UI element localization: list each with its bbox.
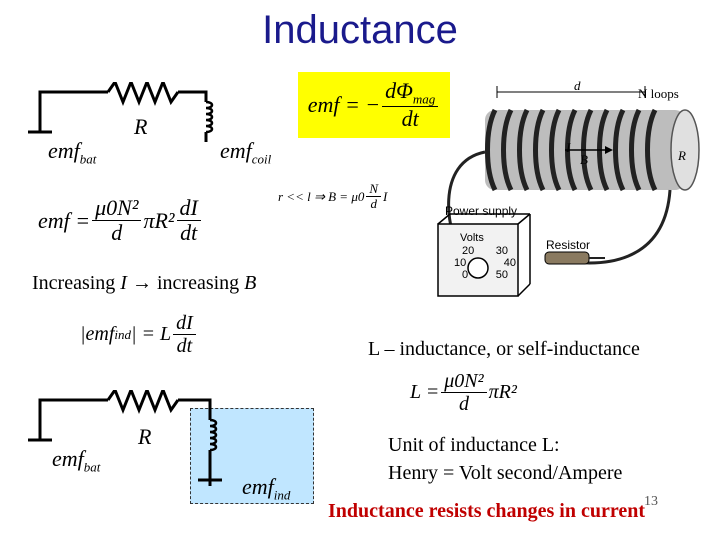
unit-of-inductance: Unit of inductance L:: [388, 434, 560, 456]
current-label: I: [566, 140, 571, 155]
top-circuit-diagram: [28, 82, 214, 142]
slide-title: Inductance: [262, 8, 458, 52]
nloops-label: N loops: [638, 86, 679, 101]
emf-bat-label-bottom: emfbat: [52, 446, 101, 475]
field-label: B: [580, 152, 588, 167]
increasing-statement: Increasing I → increasing B: [32, 272, 257, 294]
volts-label: Volts: [460, 232, 484, 244]
solenoid-illustration: [437, 86, 700, 297]
henry-definition: Henry = Volt second/Ampere: [388, 462, 623, 484]
resistor-label: Resistor: [546, 238, 591, 252]
power-supply-label: Power supply: [445, 204, 518, 218]
slide-number: 13: [644, 494, 658, 509]
emf-ind-label: emfind: [242, 474, 291, 503]
resistor-label-top: R: [134, 114, 148, 139]
emf-bat-label-top: emfbat: [48, 138, 97, 167]
resistor-label-bottom: R: [138, 424, 152, 449]
radius-label: R: [678, 148, 686, 163]
emf-coil-label: emfcoil: [220, 138, 272, 167]
inductance-definition: L – inductance, or self-inductance: [368, 338, 640, 360]
solenoid-length-label: d: [574, 78, 581, 93]
conclusion-statement: Inductance resists changes in current: [328, 500, 646, 522]
bottom-circuit-diagram: [28, 390, 222, 486]
